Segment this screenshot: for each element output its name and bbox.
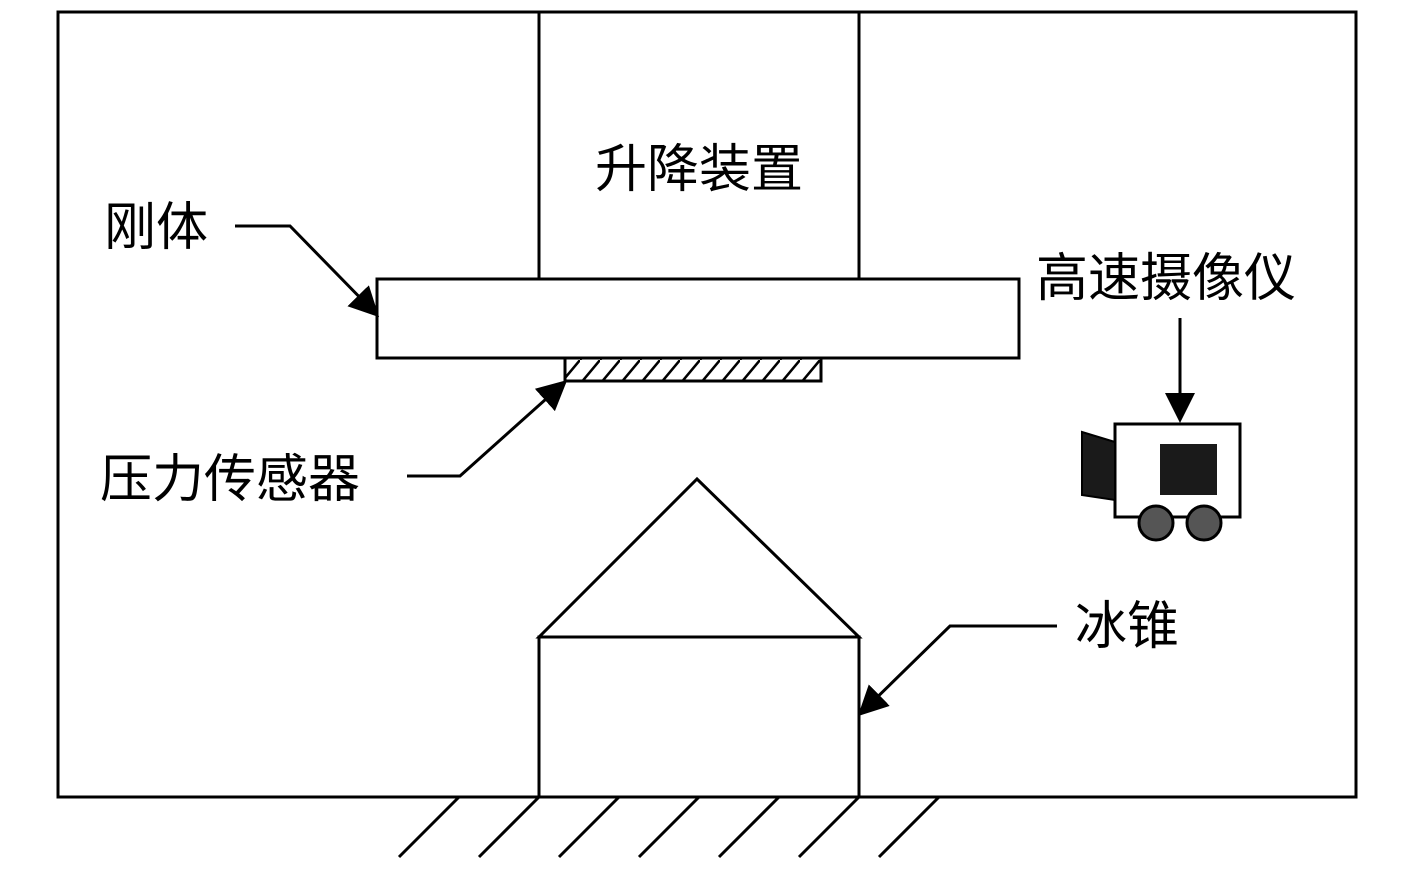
ice-cone-label: 冰锥 xyxy=(1075,597,1179,657)
camera-wheel-left xyxy=(1137,504,1175,542)
rigid-body-plate xyxy=(375,277,1021,360)
high-speed-camera-label: 高速摄像仪 xyxy=(1036,249,1296,309)
lifting-device-label: 升降装置 xyxy=(595,140,803,200)
lifting-device xyxy=(537,10,861,282)
rigid-body-label: 刚体 xyxy=(104,198,208,258)
rigid-body-leader-arrow xyxy=(235,224,380,318)
camera-wheel-right xyxy=(1185,504,1223,542)
pressure-sensor-leader-arrow xyxy=(407,379,568,478)
ground-hatching xyxy=(397,795,941,859)
camera-screen xyxy=(1160,444,1217,495)
camera-lens xyxy=(1081,430,1116,502)
ice-cone-leader-arrow xyxy=(857,624,1057,717)
video-camera-icon xyxy=(1081,422,1242,542)
pressure-sensor-label: 压力传感器 xyxy=(100,450,360,510)
pressure-sensor-strip xyxy=(563,356,823,383)
ice-cone-base xyxy=(537,635,861,799)
